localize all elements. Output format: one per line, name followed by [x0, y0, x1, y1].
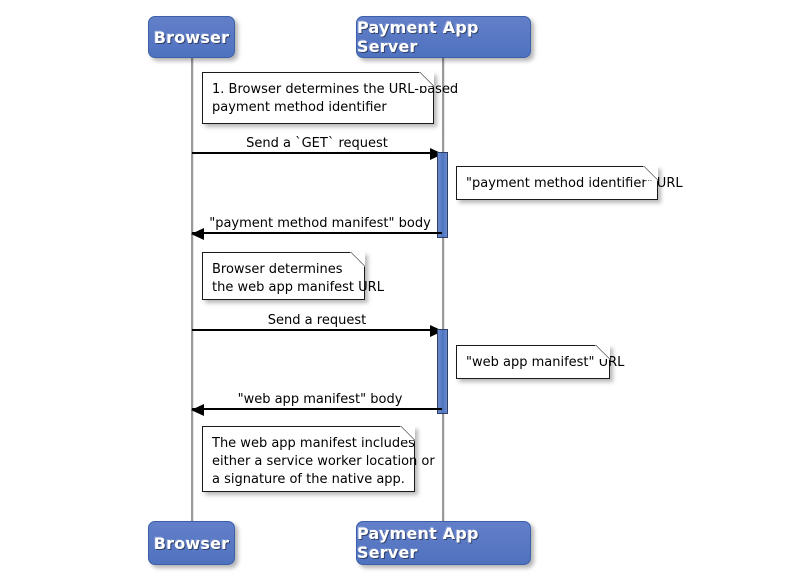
participant-payment-app-server-top[interactable]: Payment App Server — [356, 16, 531, 58]
message-web-app-manifest-body: "web app manifest" body — [191, 392, 442, 416]
arrowhead-left-icon — [191, 228, 204, 240]
note-line: the web app manifest URL — [212, 280, 384, 295]
participant-payment-app-server-bottom[interactable]: Payment App Server — [356, 521, 531, 565]
message-web-app-manifest-body-label: "web app manifest" body — [237, 392, 403, 407]
message-send-request-label: Send a request — [267, 313, 367, 328]
lifeline-browser — [191, 58, 193, 521]
note-line: a signature of the native app. — [212, 472, 405, 487]
message-send-get-request: Send a `GET` request — [192, 136, 443, 160]
note-line: The web app manifest includes — [212, 436, 415, 451]
message-payment-method-manifest-body: "payment method manifest" body — [191, 216, 442, 240]
participant-payment-app-server-top-label: Payment App Server — [357, 18, 479, 56]
note-payment-method-identifier-url: "payment method identifier" URL — [456, 166, 683, 200]
note-line: "payment method identifier" URL — [466, 176, 683, 191]
note-line: 1. Browser determines the URL-based — [212, 82, 459, 97]
lifeline-payment-app-server — [442, 58, 444, 521]
arrowhead-left-icon — [191, 404, 204, 416]
note-line: "web app manifest" URL — [466, 355, 625, 370]
note-web-app-manifest-url: "web app manifest" URL — [456, 345, 625, 379]
participant-browser-bottom[interactable]: Browser — [148, 521, 235, 565]
note-line: Browser determines — [212, 262, 343, 277]
participant-browser-top-label: Browser — [153, 27, 230, 47]
participant-payment-app-server-bottom-label: Payment App Server — [357, 524, 479, 562]
message-payment-method-manifest-body-label: "payment method manifest" body — [209, 216, 431, 231]
activation-bar-server-1 — [437, 152, 448, 238]
note-browser-determines-web-app-manifest-url: Browser determines the web app manifest … — [202, 252, 384, 300]
message-send-get-request-label: Send a `GET` request — [246, 136, 388, 151]
note-web-app-manifest-includes: The web app manifest includes either a s… — [202, 426, 435, 492]
message-send-request: Send a request — [192, 313, 443, 337]
activation-bar-server-2 — [437, 329, 448, 414]
participant-browser-bottom-label: Browser — [153, 533, 230, 553]
note-line: either a service worker location or — [212, 454, 435, 469]
note-url-based-identifier: 1. Browser determines the URL-based paym… — [202, 72, 459, 124]
note-line: payment method identifier — [212, 100, 387, 115]
participant-browser-top[interactable]: Browser — [148, 16, 235, 58]
